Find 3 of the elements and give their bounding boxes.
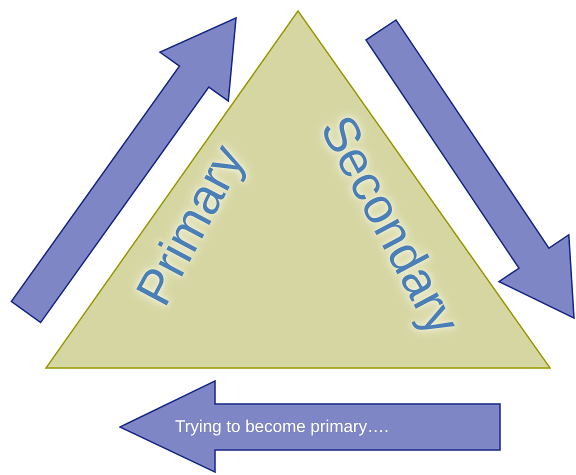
arrow-shape <box>119 380 502 473</box>
triangle <box>45 10 551 369</box>
arrow-label: Trying to become primary…. <box>175 417 389 437</box>
